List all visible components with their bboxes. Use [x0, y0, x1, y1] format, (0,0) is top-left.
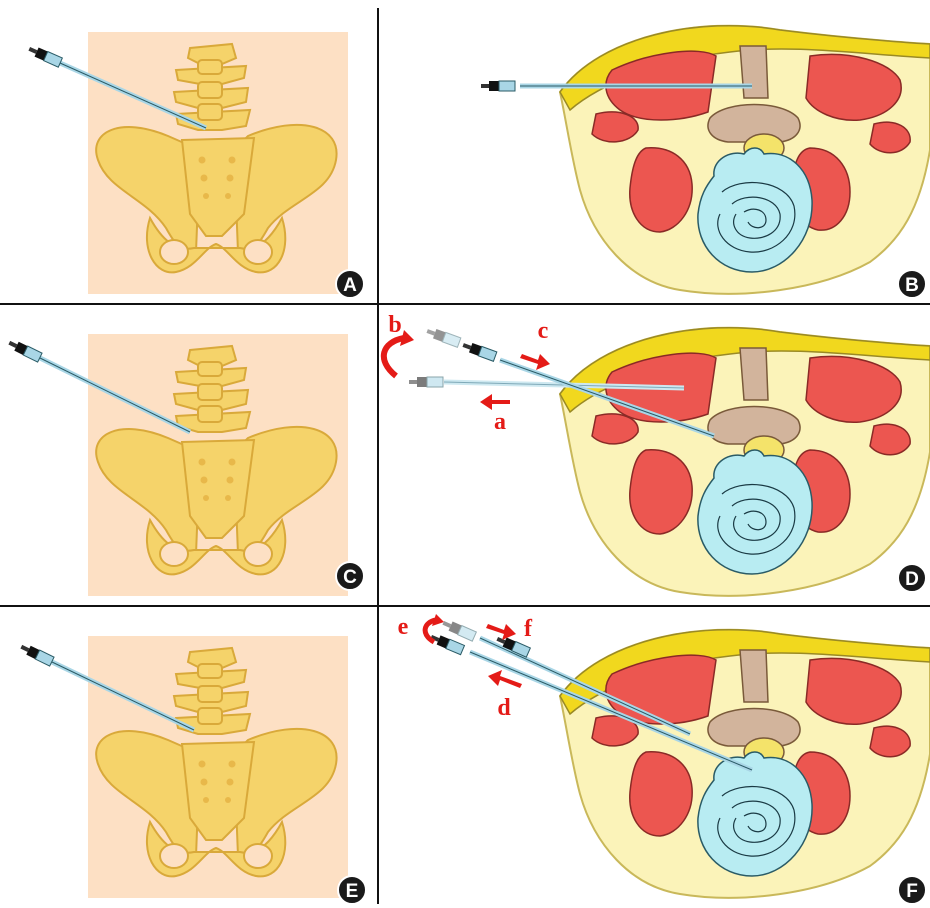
panel-label-e: E: [346, 881, 359, 902]
panel-label-a: A: [343, 275, 357, 296]
step-label-e: e: [398, 614, 409, 640]
panel-label-c: C: [343, 567, 357, 588]
panel-c: C: [7, 334, 364, 596]
panel-f: d e f F: [398, 614, 930, 904]
step-arrow-b: b: [384, 312, 414, 376]
step-arrow-a: a: [480, 394, 510, 435]
step-arrow-f: f: [486, 616, 533, 642]
step-label-c: c: [538, 318, 549, 344]
step-label-a: a: [494, 409, 506, 435]
panel-e: E: [19, 636, 366, 904]
panel-label-f: F: [906, 881, 918, 902]
panel-label-b: B: [905, 275, 919, 296]
step-arrow-c: c: [520, 318, 550, 370]
step-label-f: f: [524, 616, 533, 642]
panel-label-d: D: [905, 569, 919, 590]
step-label-b: b: [388, 312, 401, 338]
panel-d: a b c D: [384, 312, 930, 596]
panel-a: A: [27, 32, 364, 298]
step-arrow-d: d: [488, 670, 522, 721]
panel-b: B: [481, 26, 930, 298]
step-label-d: d: [497, 695, 511, 721]
